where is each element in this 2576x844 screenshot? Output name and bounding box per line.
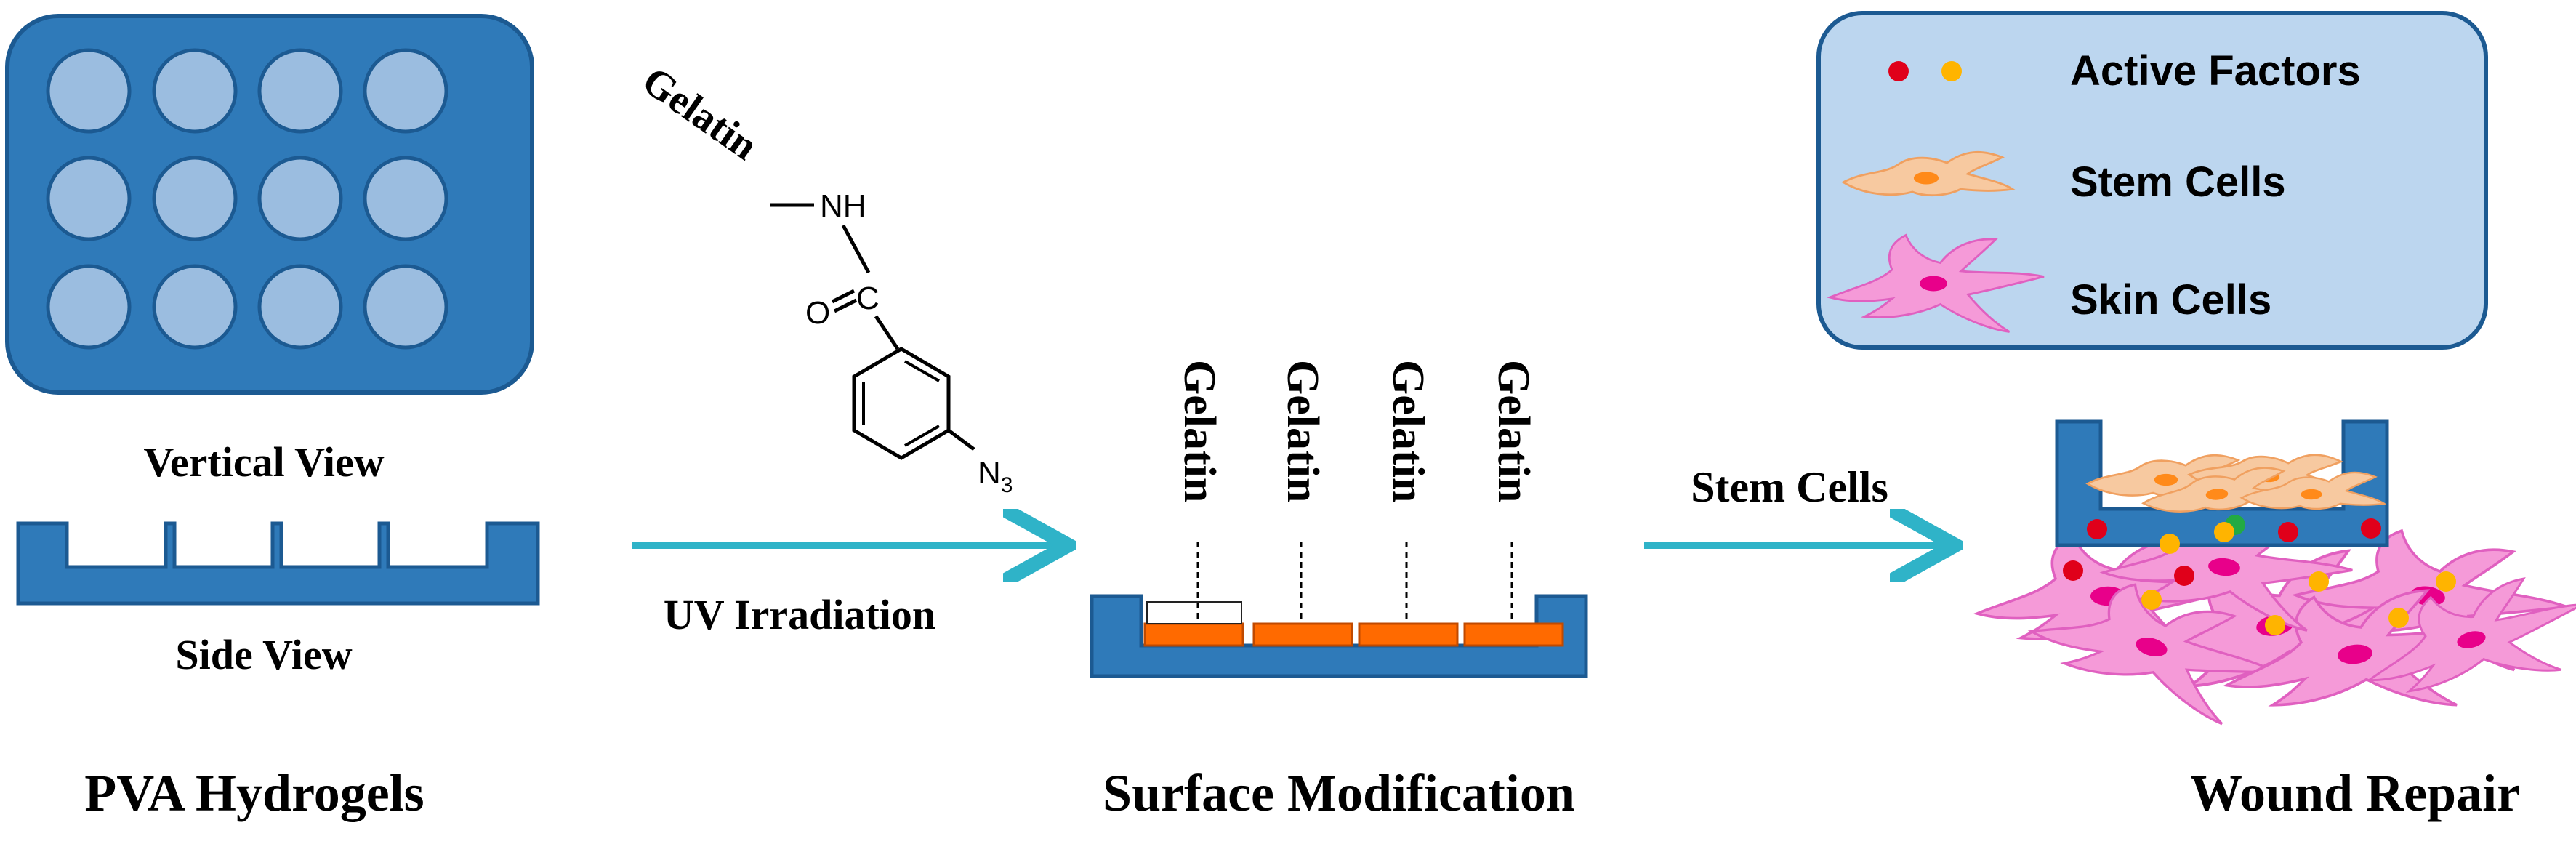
gelatin-chain-4: Gelatin: [1489, 360, 1538, 502]
uv-irradiation-label: UV Irradiation: [664, 591, 935, 638]
molecule-c-label: C: [856, 281, 880, 316]
red-factor-dot: [1888, 61, 1909, 81]
well-7: [257, 156, 343, 241]
well-9: [46, 264, 132, 350]
legend-active-factors: Active Factors: [2070, 47, 2361, 95]
gelatin-chain-1: Gelatin: [1175, 360, 1224, 502]
gelatin-chain-2: Gelatin: [1278, 360, 1327, 502]
well-3: [257, 48, 343, 134]
well-2: [152, 48, 238, 134]
gelatin-azide-molecule: Gelatin NH C O N3: [635, 58, 1013, 497]
well-8: [363, 156, 448, 241]
molecule-nh-label: NH: [820, 188, 866, 224]
molecule-n3-label: N3: [978, 455, 1013, 497]
modified-plate: [1090, 594, 1588, 678]
well-12: [363, 264, 448, 350]
plate-wells: [46, 48, 448, 350]
well-6: [152, 156, 238, 241]
wound-repair-label: Wound Repair: [2190, 764, 2520, 822]
legend-skin-cells: Skin Cells: [2070, 276, 2271, 323]
molecule-gelatin-label: Gelatin: [635, 58, 766, 169]
wound-repair-illustration: [1976, 419, 2576, 736]
pva-hydrogels-label: PVA Hydrogels: [84, 764, 424, 822]
side-view-label: Side View: [175, 631, 352, 678]
stem-cells-arrow-label: Stem Cells: [1691, 463, 1888, 511]
vertical-view-label: Vertical View: [143, 438, 384, 486]
surface-modification-label: Surface Modification: [1103, 764, 1575, 822]
gelatin-chain-3: Gelatin: [1383, 360, 1433, 502]
well-plate-side-view: [16, 521, 540, 606]
molecule-o-label: O: [805, 295, 830, 331]
well-1: [46, 48, 132, 134]
gelatin-chains: Gelatin Gelatin Gelatin Gelatin: [1175, 360, 1538, 622]
legend-stem-cells: Stem Cells: [2070, 158, 2286, 206]
legend: Active Factors Stem Cells Skin Cells: [1816, 11, 2488, 350]
well-4: [363, 48, 448, 134]
yellow-factor-dot: [1941, 61, 1962, 81]
well-plate-vertical-view: [5, 14, 534, 395]
well-11: [257, 264, 343, 350]
well-10: [152, 264, 238, 350]
well-5: [46, 156, 132, 241]
